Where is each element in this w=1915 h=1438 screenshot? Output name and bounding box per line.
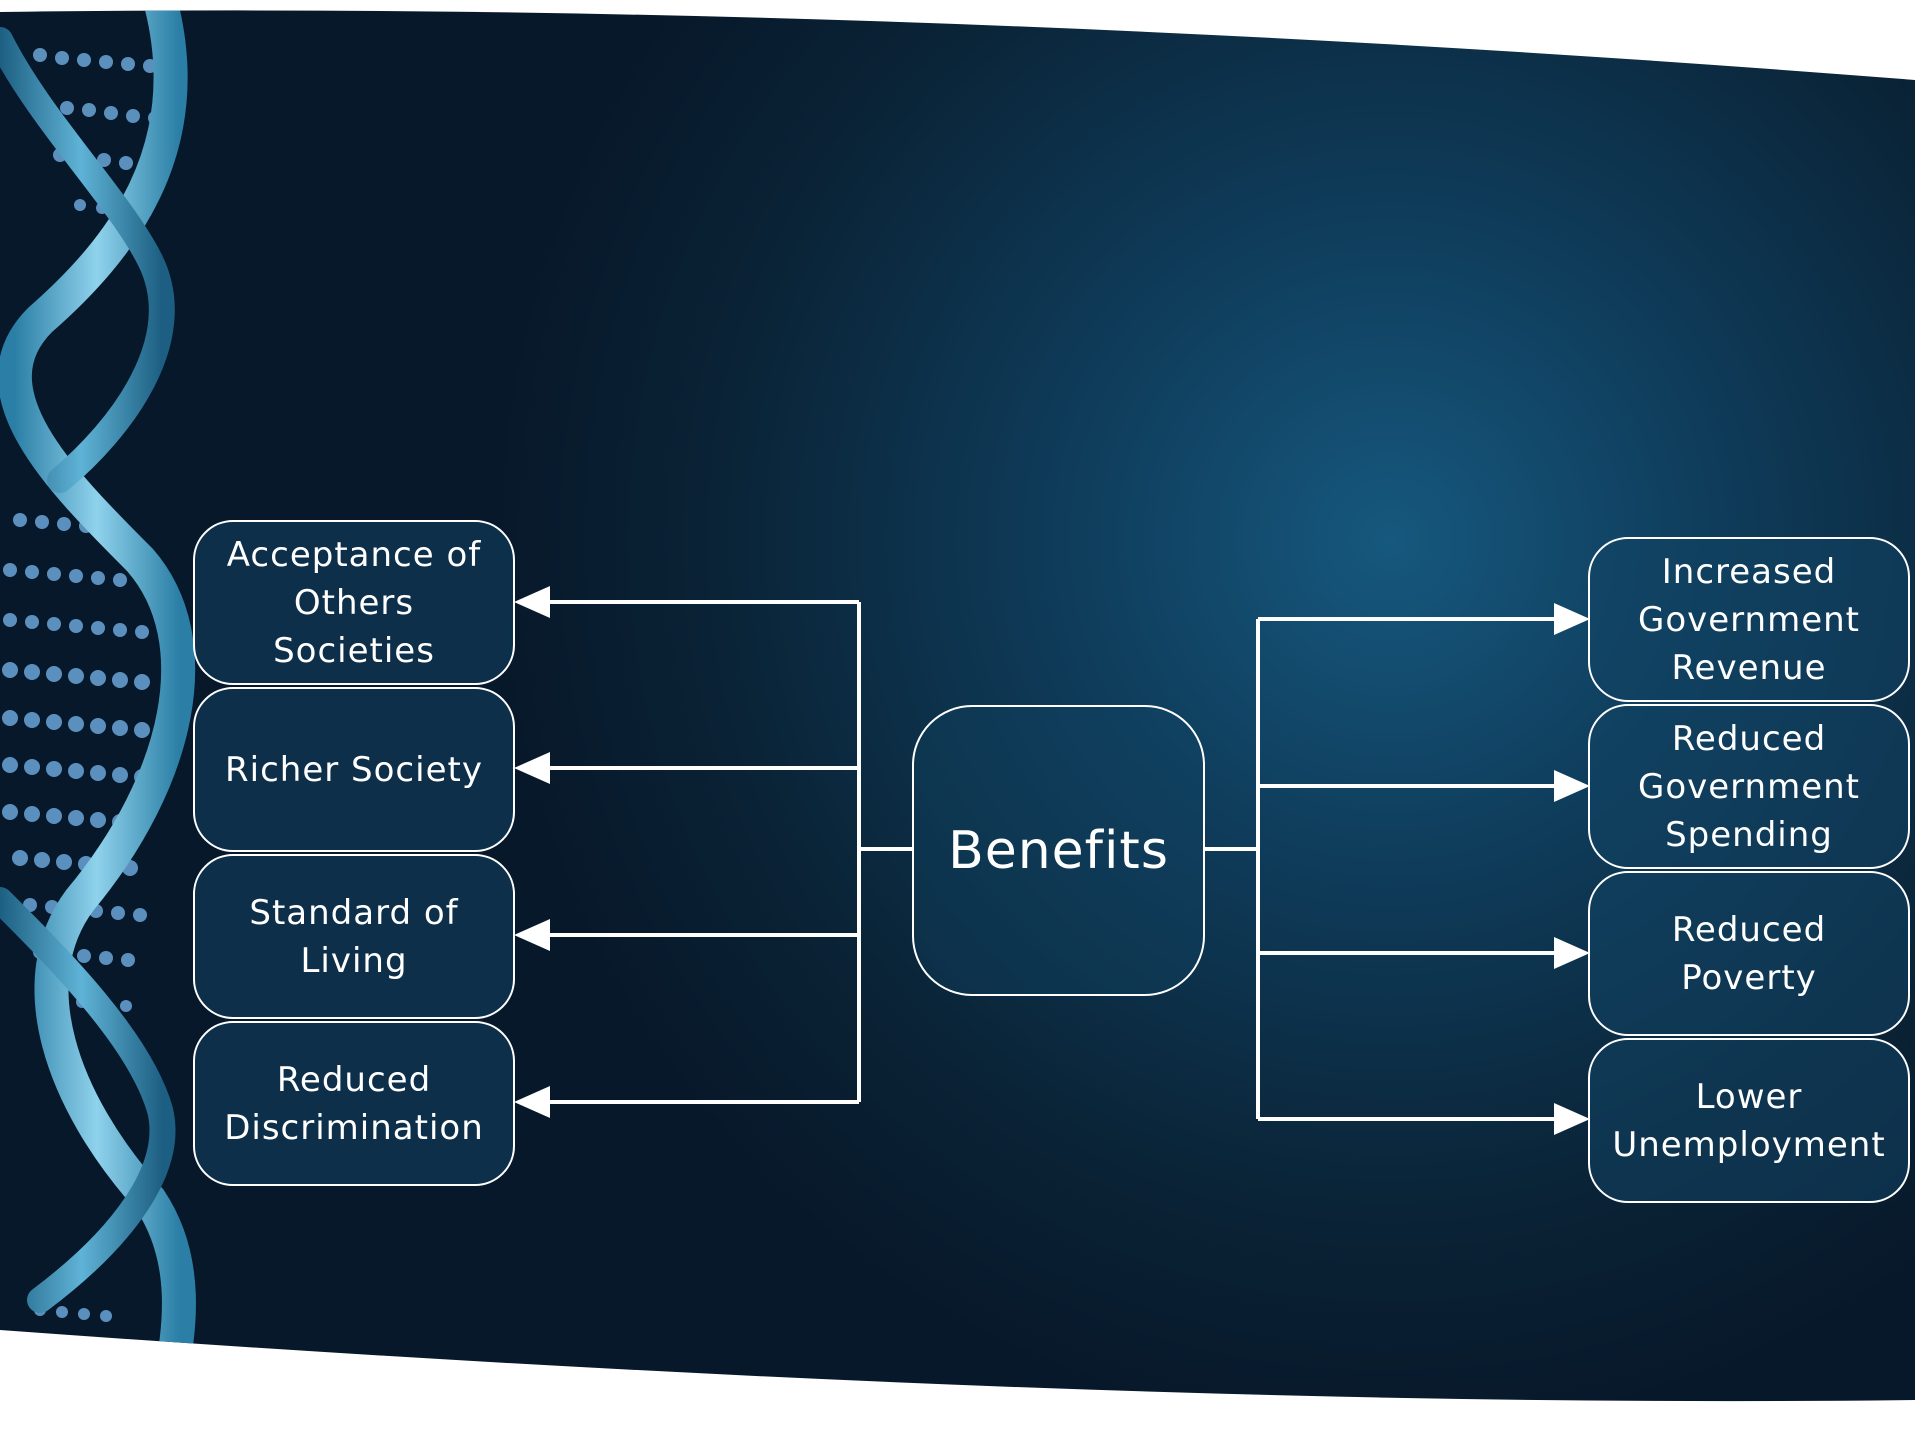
arrowhead-right-icon — [1554, 937, 1590, 969]
dna-helix-icon — [0, 10, 196, 1397]
right-node-label: Reduced Poverty — [1671, 909, 1827, 998]
center-node-label: Benefits — [948, 820, 1169, 881]
right-node-label: Increased Government Revenue — [1637, 551, 1861, 688]
right-node-reduced-spending: Reduced Government Spending — [1588, 704, 1910, 869]
connectors — [545, 600, 1560, 1121]
right-node-label: Reduced Government Spending — [1637, 718, 1861, 855]
left-node-richer-society: Richer Society — [193, 687, 515, 852]
arrowhead-left-icon — [514, 919, 550, 951]
arrowhead-left-icon — [514, 752, 550, 784]
arrowhead-left-icon — [514, 586, 550, 618]
right-node-reduced-poverty: Reduced Poverty — [1588, 871, 1910, 1036]
left-node-label: Standard of Living — [249, 892, 459, 981]
arrowhead-right-icon — [1554, 603, 1590, 635]
arrowhead-right-icon — [1554, 1103, 1590, 1135]
left-node-label: Reduced Discrimination — [224, 1059, 484, 1148]
arrowhead-right-icon — [1554, 770, 1590, 802]
left-node-standard-of-living: Standard of Living — [193, 854, 515, 1019]
right-node-lower-unemployment: Lower Unemployment — [1588, 1038, 1910, 1203]
left-node-label: Richer Society — [225, 749, 483, 790]
left-node-reduced-discrimination: Reduced Discrimination — [193, 1021, 515, 1186]
left-node-label: Acceptance of Others Societies — [226, 534, 482, 671]
right-node-increased-revenue: Increased Government Revenue — [1588, 537, 1910, 702]
right-node-label: Lower Unemployment — [1612, 1076, 1886, 1165]
center-node: Benefits — [912, 705, 1205, 996]
left-node-acceptance: Acceptance of Others Societies — [193, 520, 515, 685]
arrowhead-left-icon — [514, 1086, 550, 1118]
